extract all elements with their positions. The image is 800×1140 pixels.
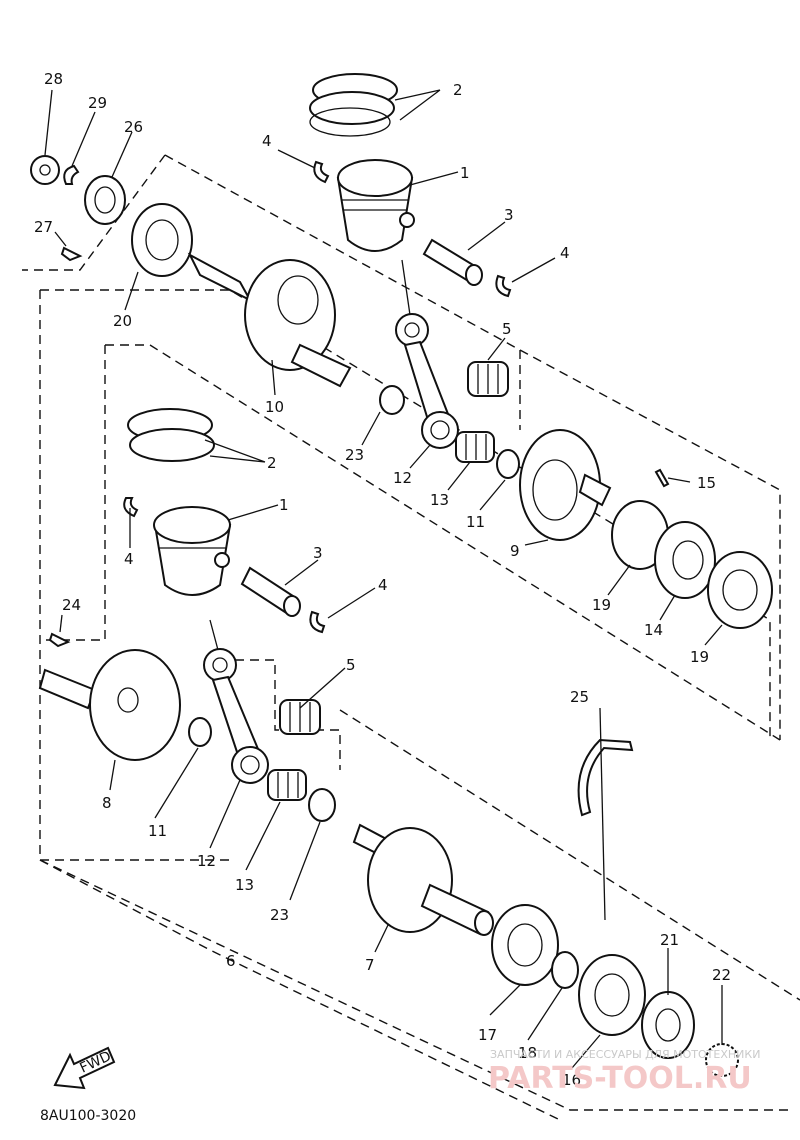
bearing-20 [131,203,193,277]
needle-bearing-5-lower [279,699,321,735]
rod-upper-outline [22,154,781,740]
circlip-lower-left [123,497,139,518]
bearing-16 [578,954,646,1036]
bearing-16-inner [594,973,630,1017]
washer-18 [551,951,579,989]
label-13-lower: 13 [235,876,254,894]
label-6: 6 [226,952,236,970]
piston-lower [153,506,232,596]
oil-seal-26 [84,175,126,225]
label-8: 8 [102,794,112,812]
crank-10 [187,252,352,388]
conrod-lower [203,648,269,784]
watermark-line1: ЗАПЧАСТИ И АКСЕССУАРЫ ДЛЯ МОТОТЕХНИКИ [490,1048,760,1061]
circlip-upper-right [495,274,512,298]
circlip-upper-left [313,160,330,184]
label-12-upper: 12 [393,469,412,487]
circlip-25 [577,738,634,817]
key-27 [60,246,83,262]
label-11-upper: 11 [466,513,485,531]
label-25: 25 [570,688,589,706]
pin-15 [654,468,670,488]
label-16: 16 [562,1071,581,1089]
label-14: 14 [644,621,663,639]
label-3-upper: 3 [504,206,514,224]
label-1-lower: 1 [279,496,289,514]
nut-28-hole [39,164,51,176]
washer-11-upper [496,449,520,479]
label-5-upper: 5 [502,320,512,338]
key-24 [48,632,71,648]
label-15: 15 [697,474,716,492]
label-4-upper-left: 4 [262,132,272,150]
needle-bearing-13-lower [267,769,307,801]
label-13-upper: 13 [430,491,449,509]
washer-23-lower [308,788,336,822]
label-5-lower: 5 [346,656,356,674]
needle-bearing-13-upper [455,431,495,463]
rod-lower-outline [235,659,800,1001]
label-1-upper: 1 [460,164,470,182]
label-27: 27 [34,218,53,236]
label-23-lower: 23 [270,906,289,924]
label-2-upper: 2 [453,81,463,99]
bearing-17 [491,904,559,986]
crank-bearing-14 [611,500,716,599]
washer-11-lower [188,717,212,747]
label-20: 20 [113,312,132,330]
crank-8 [38,649,181,761]
leader-lines [44,89,723,1069]
label-19-right: 19 [690,648,709,666]
fwd-label: FWD [77,1048,113,1076]
label-4-lower-left: 4 [124,550,134,568]
gear-22 [705,1043,739,1077]
oil-seal-26-inner [94,186,116,214]
oil-seal-21-inner [655,1008,681,1042]
conrod-upper [395,313,459,449]
label-4-upper-right: 4 [560,244,570,262]
label-21: 21 [660,931,679,949]
label-23-upper: 23 [345,446,364,464]
piston-upper [336,159,415,252]
label-28: 28 [44,70,63,88]
bearing-19 [707,551,773,629]
needle-bearing-5-upper [467,361,509,397]
washer-23-upper [379,385,405,415]
fwd-arrow-icon: FWD [53,1046,116,1090]
crank-assembly-upper-outline [39,289,790,1111]
label-12-lower: 12 [197,852,216,870]
label-4-lower-right: 4 [378,576,388,594]
crank-9 [519,429,612,541]
label-3-lower: 3 [313,544,323,562]
piston-pin-lower [240,566,301,617]
piston-pin-upper [422,238,483,286]
diagram-code: 8AU100-3020 [40,1108,136,1124]
label-9: 9 [510,542,520,560]
crank-7 [352,823,494,936]
label-18: 18 [518,1044,537,1062]
label-17: 17 [478,1026,497,1044]
label-10: 10 [265,398,284,416]
label-7: 7 [365,956,375,974]
label-22: 22 [712,966,731,984]
watermark-line2: PARTS-TOOL.RU [488,1061,752,1096]
bearing-17-inner [507,923,543,967]
bearing-19-inner [722,569,758,611]
label-19-left: 19 [592,596,611,614]
washer-29 [63,164,80,185]
label-29: 29 [88,94,107,112]
label-2-lower: 2 [267,454,277,472]
piston-rings-lower [127,408,215,462]
bearing-20-inner [145,219,179,261]
nut-28 [30,155,60,185]
circlip-lower-right [309,610,326,634]
label-24: 24 [62,596,81,614]
label-26: 26 [124,118,143,136]
label-11-lower: 11 [148,822,167,840]
piston-rings-upper [309,73,398,137]
